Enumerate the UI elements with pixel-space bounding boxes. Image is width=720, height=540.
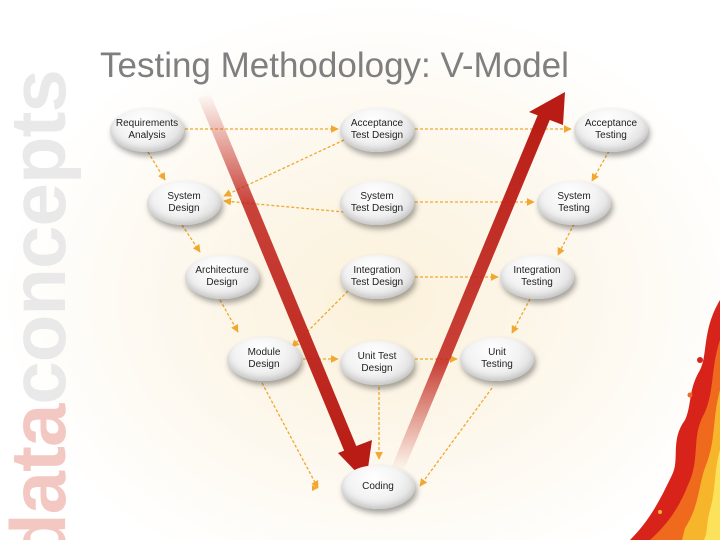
node-integration-test-design: Integration Test Design xyxy=(340,255,414,299)
node-integration-testing: Integration Testing xyxy=(500,255,574,299)
down-arrow-shaft xyxy=(198,93,360,460)
node-system-design: System Design xyxy=(147,181,221,225)
decorative-splash xyxy=(630,300,720,540)
connector-arch-module xyxy=(219,299,239,333)
node-system-test-design: System Test Design xyxy=(340,181,414,225)
connector-unit-integration xyxy=(511,298,531,334)
node-acceptance-testing: Acceptance Testing xyxy=(574,108,648,152)
connector-req-sys-design xyxy=(147,151,166,181)
up-arrow-head xyxy=(529,92,565,125)
node-architecture-design: Architecture Design xyxy=(185,255,259,299)
node-module-design: Module Design xyxy=(227,337,301,381)
connector-coding-unit-testing xyxy=(419,387,493,487)
slide-title: Testing Methodology: V-Model xyxy=(100,46,569,85)
v-arrows xyxy=(198,92,565,482)
up-arrow-shaft xyxy=(392,112,551,470)
connector-module-coding xyxy=(261,382,319,489)
node-unit-test-design: Unit Test Design xyxy=(340,341,414,385)
node-requirements-analysis: Requirements Analysis xyxy=(110,108,184,152)
arrowhead-coding-left xyxy=(312,485,318,491)
connector-integration-system xyxy=(557,223,575,256)
node-coding: Coding xyxy=(341,465,415,509)
node-system-testing: System Testing xyxy=(537,181,611,225)
node-unit-testing: Unit Testing xyxy=(460,337,534,381)
node-acceptance-test-design: Acceptance Test Design xyxy=(340,108,414,152)
connector-sys-arch-design xyxy=(181,224,201,253)
connector-system-acceptance xyxy=(591,150,610,182)
